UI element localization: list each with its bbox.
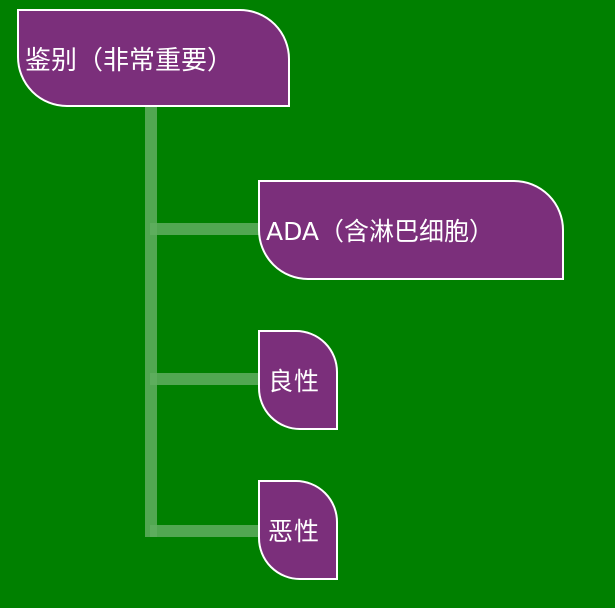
root-node-label: 鉴别（非常重要）: [25, 45, 234, 76]
child-node-benign: 良性: [258, 330, 338, 430]
branch-connector-malignant: [150, 525, 260, 537]
child-node-malignant-label: 恶性: [268, 517, 321, 546]
trunk-connector: [145, 107, 157, 537]
child-node-malignant: 恶性: [258, 480, 338, 580]
branch-connector-ada: [150, 223, 260, 235]
child-node-ada: ADA（含淋巴细胞）: [258, 180, 564, 280]
child-node-ada-label: ADA（含淋巴细胞）: [266, 217, 495, 246]
child-node-benign-label: 良性: [268, 367, 321, 396]
root-node: 鉴别（非常重要）: [17, 9, 290, 107]
branch-connector-benign: [150, 373, 260, 385]
